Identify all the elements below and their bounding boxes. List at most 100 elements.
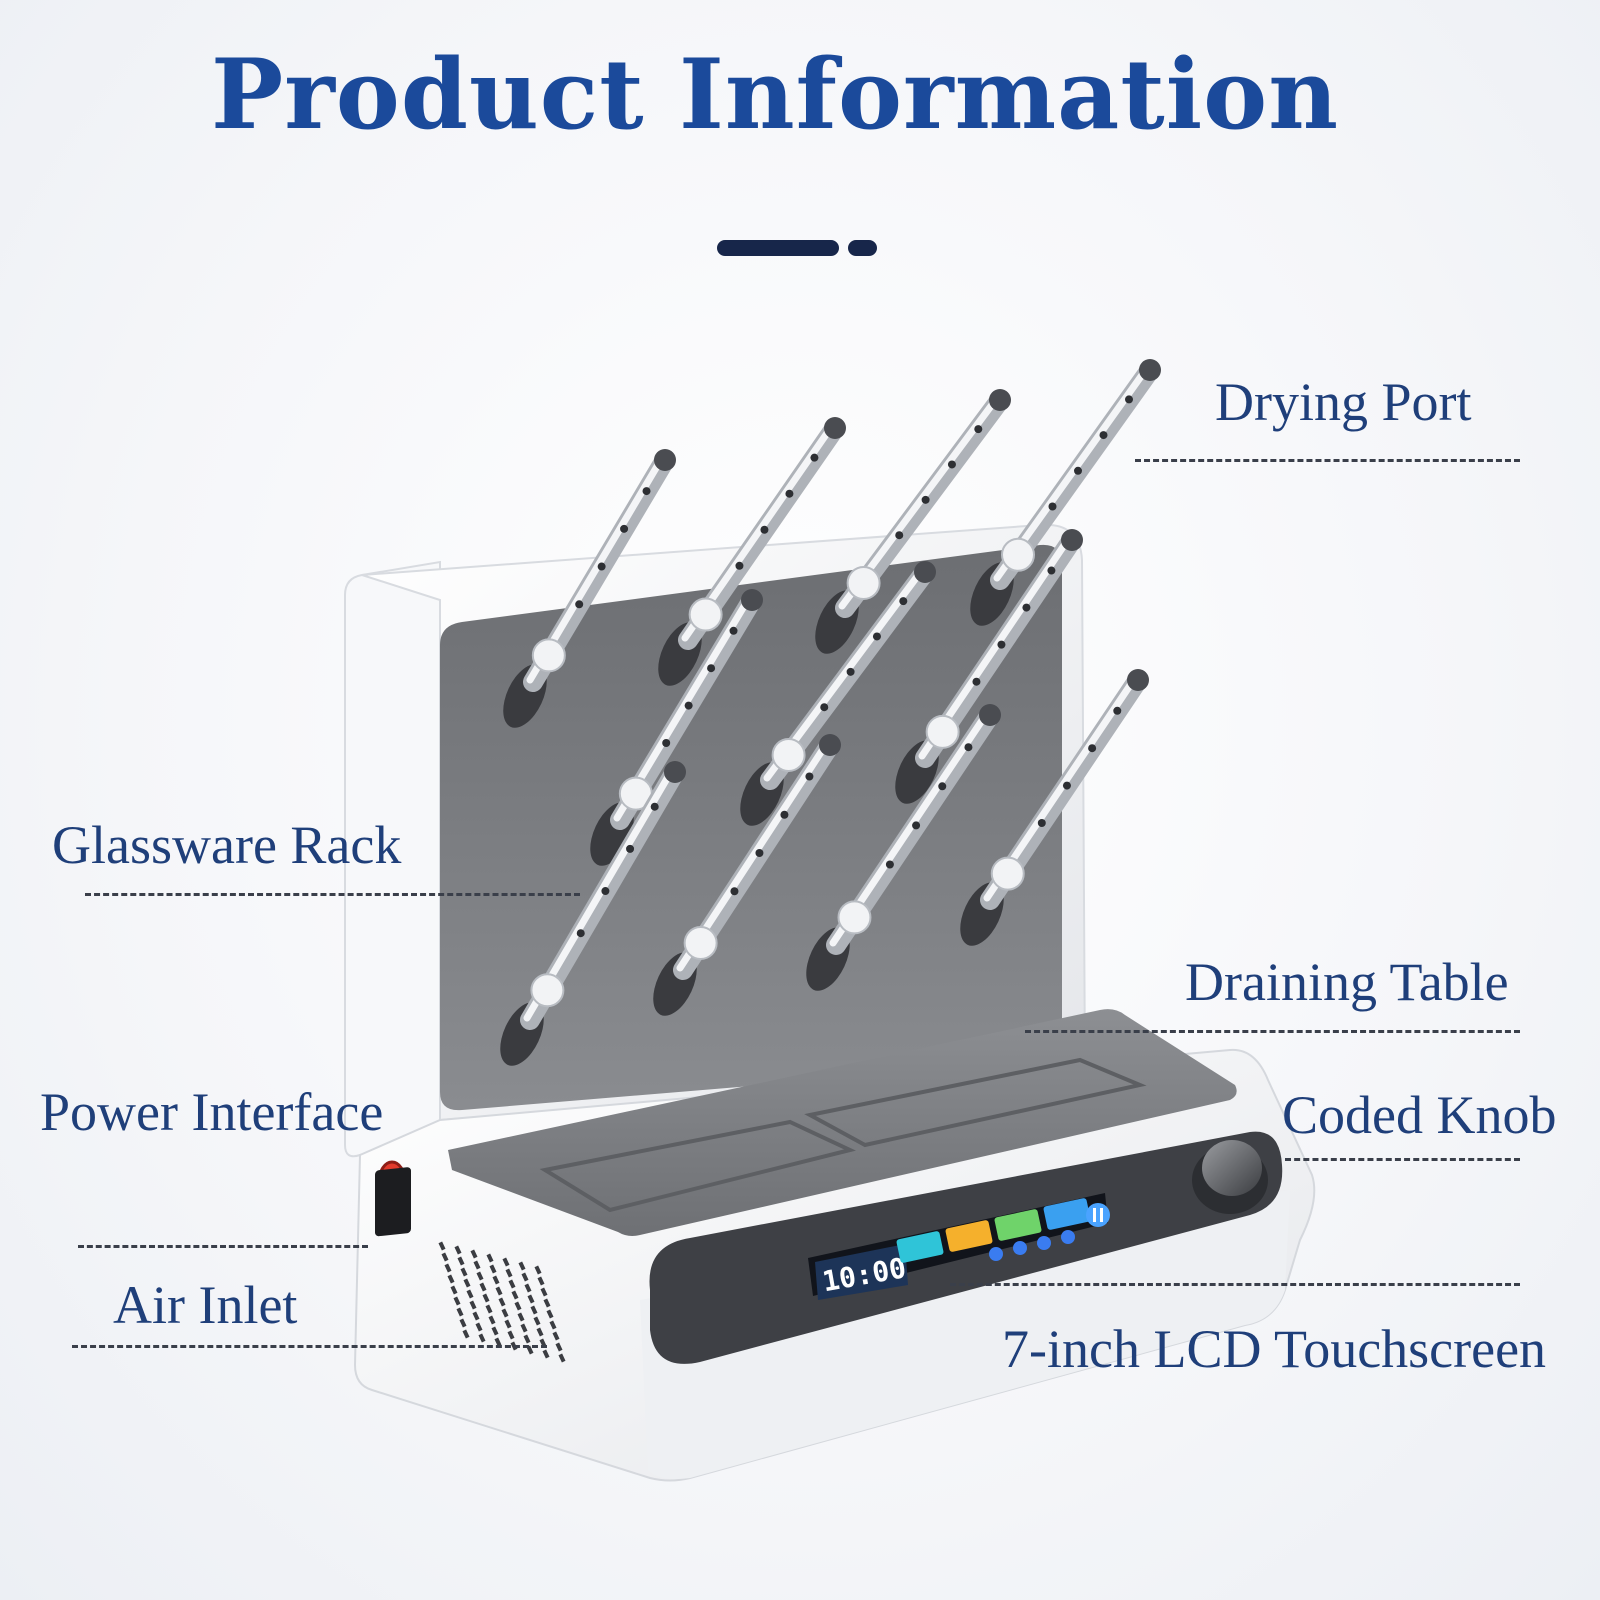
vent-slot xyxy=(454,1245,462,1255)
drying-pin-icon xyxy=(500,761,686,1066)
leader-glassware-rack xyxy=(85,893,580,896)
draining-tray-groove-2 xyxy=(804,1057,1147,1148)
label-lcd-touchscreen: 7-inch LCD Touchscreen xyxy=(1002,1319,1547,1379)
vent-slot xyxy=(469,1300,477,1310)
vent-slot xyxy=(479,1282,487,1292)
drying-pin-icon xyxy=(503,449,676,728)
clock-box xyxy=(815,1244,908,1300)
vent-slot xyxy=(502,1257,510,1267)
glassware-rack xyxy=(500,359,1161,1066)
vent-slot xyxy=(475,1322,483,1332)
vent-slot xyxy=(540,1287,548,1297)
vent-slot xyxy=(518,1261,526,1271)
rotary-knob-icon[interactable] xyxy=(1192,1140,1268,1214)
leader-coded-knob xyxy=(1285,1158,1520,1161)
vent-slot xyxy=(498,1297,506,1307)
drying-pin-icon xyxy=(815,389,1011,654)
draining-tray xyxy=(448,1009,1237,1236)
vent-slot xyxy=(456,1307,464,1317)
vent-slot xyxy=(542,1349,550,1359)
vent-slot xyxy=(546,1309,554,1319)
vent-slot xyxy=(552,1331,560,1341)
vent-slot xyxy=(470,1249,478,1259)
vent-slot xyxy=(523,1334,531,1344)
vent-slot xyxy=(504,1319,512,1329)
vent-slot xyxy=(466,1289,474,1299)
label-drying-port: Drying Port xyxy=(1215,372,1472,432)
drying-pin-icon xyxy=(806,704,1001,991)
vent-slot xyxy=(438,1241,446,1251)
title-divider-short xyxy=(848,240,877,256)
drying-pin-icon xyxy=(895,529,1083,804)
lcd-dot-icon xyxy=(1013,1241,1027,1255)
lcd-tile-fan xyxy=(896,1231,944,1263)
leader-draining-table xyxy=(1025,1030,1520,1033)
lcd-dot-icon xyxy=(989,1247,1003,1261)
vent-slot xyxy=(441,1252,449,1262)
power-socket-icon[interactable] xyxy=(375,1167,411,1237)
vent-slot xyxy=(517,1312,525,1322)
leader-air-inlet xyxy=(72,1345,547,1348)
vent-slot xyxy=(476,1271,484,1281)
leader-drying-port xyxy=(1135,459,1520,462)
label-coded-knob: Coded Knob xyxy=(1282,1085,1557,1145)
drying-pin-icon xyxy=(653,734,841,1016)
vent-slot xyxy=(536,1327,544,1337)
vent-slot xyxy=(444,1263,452,1273)
vent-slot xyxy=(459,1318,467,1328)
drying-pin-icon xyxy=(740,561,936,826)
vent-slot xyxy=(494,1337,502,1347)
drying-pin-icon xyxy=(658,417,846,686)
vent-slot xyxy=(534,1265,542,1275)
vent-slot xyxy=(501,1308,509,1318)
vent-slot xyxy=(514,1301,522,1311)
leader-lcd-touchscreen xyxy=(950,1283,1520,1286)
pause-icon xyxy=(1086,1203,1110,1227)
vent-slot xyxy=(530,1305,538,1315)
vent-slot xyxy=(533,1316,541,1326)
label-power-interface: Power Interface xyxy=(40,1082,384,1142)
vent-slot xyxy=(450,1285,458,1295)
vent-slot xyxy=(478,1333,486,1343)
vent-slot xyxy=(508,1279,516,1289)
vent-slot xyxy=(524,1283,532,1293)
vent-slot xyxy=(453,1296,461,1306)
page-title: Product Information xyxy=(211,38,1339,151)
vent-slot xyxy=(473,1260,481,1270)
lcd-dot-icon xyxy=(1037,1236,1051,1250)
vent-slot xyxy=(482,1293,490,1303)
vent-slot xyxy=(457,1256,465,1266)
vent-slot xyxy=(491,1326,499,1336)
vent-slot xyxy=(447,1274,455,1284)
draining-tray-groove xyxy=(539,1119,856,1213)
vent-slot xyxy=(558,1353,566,1363)
vent-slot xyxy=(521,1272,529,1282)
vent-slot xyxy=(460,1267,468,1277)
leader-power-interface xyxy=(78,1245,368,1248)
vent-slot xyxy=(485,1304,493,1314)
vent-slot xyxy=(549,1320,557,1330)
vent-slot xyxy=(489,1264,497,1274)
drying-pin-icon xyxy=(960,669,1149,946)
lcd-tile-sun xyxy=(945,1220,993,1252)
dryer-base-front xyxy=(640,1190,1290,1479)
vent-slot xyxy=(520,1323,528,1333)
vent-slot xyxy=(495,1286,503,1296)
air-vent-icon xyxy=(438,1241,566,1363)
label-glassware-rack: Glassware Rack xyxy=(52,815,402,875)
title-divider-long xyxy=(717,240,839,256)
vent-slot xyxy=(463,1278,471,1288)
vent-slot xyxy=(543,1298,551,1308)
drying-pin-icon xyxy=(970,359,1161,626)
vent-slot xyxy=(511,1290,519,1300)
vent-slot xyxy=(505,1268,513,1278)
vent-slot xyxy=(488,1315,496,1325)
lcd-tile-leaf xyxy=(994,1209,1042,1241)
vent-slot xyxy=(472,1311,480,1321)
label-air-inlet: Air Inlet xyxy=(113,1275,298,1335)
vent-slot xyxy=(462,1329,470,1339)
vent-slot xyxy=(537,1276,545,1286)
label-draining-table: Draining Table xyxy=(1185,952,1509,1012)
lcd-dot-icon xyxy=(1061,1230,1075,1244)
